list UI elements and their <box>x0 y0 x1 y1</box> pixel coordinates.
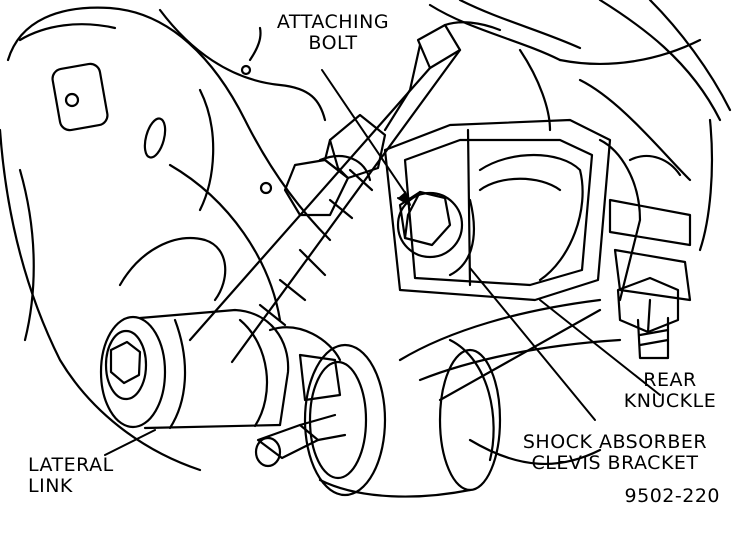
clevis-bracket <box>383 118 612 302</box>
rear-knuckle-label-line2: KNUCKLE <box>623 390 717 412</box>
knuckle-stud <box>616 276 680 360</box>
shock-absorber-label: SHOCK ABSORBER CLEVIS BRACKET <box>505 432 725 474</box>
bar-hex-nut <box>283 113 387 217</box>
attaching-bolt-label-line1: ATTACHING <box>276 11 390 33</box>
rear-knuckle-label: REAR KNUCKLE <box>615 370 725 412</box>
attaching-bolt-head <box>396 190 464 259</box>
shock-absorber-label-line1: SHOCK ABSORBER <box>522 431 708 453</box>
figure-code: 9502-220 <box>624 485 720 507</box>
attaching-bolt-label: ATTACHING BOLT <box>268 12 398 54</box>
leader-shock-absorber <box>469 267 596 421</box>
upper-components <box>158 0 732 252</box>
cam-washer <box>254 326 472 498</box>
leader-rear-knuckle <box>539 299 661 396</box>
service-tool-bar <box>188 21 502 364</box>
rear-knuckle <box>398 138 692 492</box>
lateral-link-end <box>99 308 290 430</box>
leader-lateral-link <box>104 429 156 456</box>
leader-lines <box>104 69 661 456</box>
lateral-link-label: LATERAL LINK <box>28 455 128 497</box>
lateral-link-label-line1: LATERAL <box>28 454 114 476</box>
rear-knuckle-label-line1: REAR <box>643 369 697 391</box>
lateral-link-label-line2: LINK <box>28 475 73 497</box>
shock-absorber-label-line2: CLEVIS BRACKET <box>531 452 699 474</box>
attaching-bolt-label-line2: BOLT <box>308 32 358 54</box>
leader-attaching-bolt <box>321 69 411 201</box>
